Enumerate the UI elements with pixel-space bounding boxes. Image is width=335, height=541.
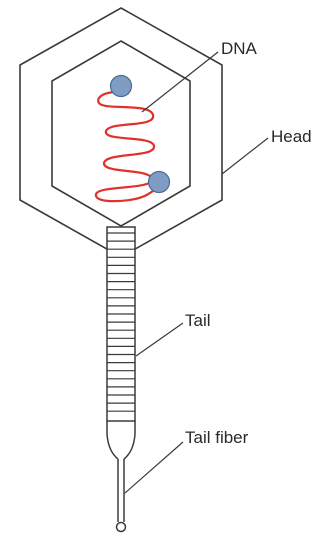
tail-fiber-label: Tail fiber (185, 429, 248, 446)
dna-blob-top (111, 76, 132, 97)
tail-sheath (107, 227, 135, 421)
dna-label: DNA (221, 40, 257, 57)
dna-leader-line (142, 52, 218, 112)
head-outer-capsid (20, 8, 222, 257)
head-label: Head (271, 128, 312, 145)
head-inner-capsid (52, 41, 190, 226)
tail-label: Tail (185, 312, 211, 329)
head-leader-line (222, 138, 268, 174)
dna-blob-bottom (149, 172, 170, 193)
tail-base-plate (107, 421, 135, 459)
tail-fiber-tip (117, 523, 126, 532)
tail-leader-line (136, 323, 183, 356)
tail-fiber-leader-line (125, 442, 183, 493)
